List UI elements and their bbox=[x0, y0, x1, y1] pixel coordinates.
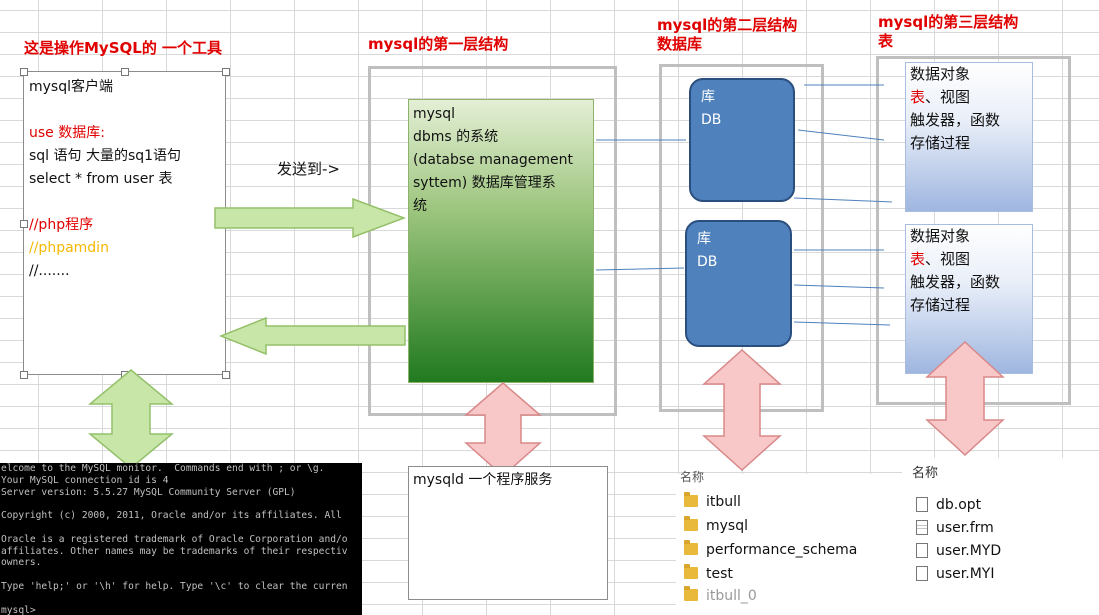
resize-handle[interactable] bbox=[222, 68, 230, 76]
terminal-line: Type 'help;' or '\h' for help. Type '\c'… bbox=[1, 580, 348, 592]
data-objects-box: 数据对象 表、视图 触发器，函数 存储过程 bbox=[905, 62, 1033, 212]
file-list-header: 名称 bbox=[912, 466, 939, 481]
database-label: DB bbox=[701, 112, 722, 128]
client-line: sql 语句 大量的sq1语句 bbox=[29, 148, 182, 164]
folder-item[interactable]: itbull bbox=[684, 492, 741, 510]
database-box: 库 DB bbox=[689, 78, 795, 202]
resize-handle[interactable] bbox=[222, 371, 230, 379]
resize-handle[interactable] bbox=[20, 68, 28, 76]
terminal-line: owners. bbox=[1, 557, 42, 569]
database-label: DB bbox=[697, 254, 718, 270]
objects-line: 数据对象 bbox=[910, 65, 971, 83]
folder-icon bbox=[684, 516, 698, 531]
terminal-prompt: mysql> bbox=[1, 604, 36, 615]
header-layer3-line2: 表 bbox=[878, 32, 894, 50]
header-layer3-line1: mysql的第三层结构 bbox=[878, 13, 1019, 31]
folder-icon bbox=[684, 540, 698, 555]
connector-lines bbox=[595, 84, 893, 326]
return-left-arrow bbox=[218, 316, 406, 356]
client-terminal-double-arrow bbox=[87, 369, 175, 469]
file-icon bbox=[916, 543, 928, 558]
objects-line: 数据对象 bbox=[910, 227, 971, 245]
file-item[interactable]: db.opt bbox=[916, 497, 981, 513]
client-line: //....... bbox=[29, 263, 70, 279]
folder-icon bbox=[684, 492, 698, 507]
terminal-line: Copyright (c) 2000, 2011, Oracle and/or … bbox=[1, 510, 342, 522]
dbms-line: dbms 的系统 bbox=[413, 129, 499, 145]
send-right-arrow bbox=[214, 197, 407, 239]
client-line: //php程序 bbox=[29, 217, 94, 233]
dbms-mysqld-double-arrow bbox=[463, 382, 543, 478]
file-icon bbox=[916, 566, 928, 581]
database-label: 库 bbox=[697, 231, 711, 247]
folder-icon bbox=[684, 564, 698, 579]
header-layer1: mysql的第一层结构 bbox=[368, 35, 509, 53]
database-folder-list: 名称 itbull mysql performance_schema test … bbox=[676, 470, 902, 615]
terminal-line: Oracle is a registered trademark of Orac… bbox=[1, 533, 348, 545]
folder-item[interactable]: test bbox=[684, 564, 733, 582]
terminal-line bbox=[1, 522, 362, 534]
header-layer2-line2: 数据库 bbox=[657, 35, 703, 53]
dbms-box: mysql dbms 的系统 (databse management sytte… bbox=[408, 99, 594, 383]
client-line: //phpamdin bbox=[29, 240, 109, 256]
client-line: mysql客户端 bbox=[29, 79, 113, 95]
objects-line: 表、视图 bbox=[910, 250, 971, 268]
terminal-line: Your MySQL connection id is 4 bbox=[1, 474, 169, 486]
terminal-line: affiliates. Other names may be trademark… bbox=[1, 545, 348, 557]
objects-line: 触发器，函数 bbox=[910, 111, 1001, 129]
terminal-line: Server version: 5.5.27 MySQL Community S… bbox=[1, 486, 296, 498]
dbms-line: mysql bbox=[413, 106, 455, 122]
file-item[interactable]: user.frm bbox=[916, 520, 994, 536]
database-box: 库 DB bbox=[685, 220, 792, 347]
terminal-line: elcome to the MySQL monitor. Commands en… bbox=[1, 463, 325, 474]
resize-handle[interactable] bbox=[121, 68, 129, 76]
document-icon bbox=[916, 520, 928, 535]
dbms-line: syttem) 数据库管理系 bbox=[413, 175, 556, 191]
client-line: use 数据库: bbox=[29, 125, 105, 141]
dbms-line: 统 bbox=[413, 198, 427, 214]
header-tool: 这是操作MySQL的 一个工具 bbox=[24, 39, 223, 57]
objects-line: 存储过程 bbox=[910, 296, 971, 314]
folder-item[interactable]: mysql bbox=[684, 516, 748, 534]
file-item[interactable]: user.MYI bbox=[916, 566, 994, 582]
database-label: 库 bbox=[701, 89, 715, 105]
objects-line: 表、视图 bbox=[910, 88, 971, 106]
file-icon bbox=[916, 497, 928, 512]
client-box: mysql客户端 use 数据库: sql 语句 大量的sq1语句 select… bbox=[23, 71, 226, 375]
terminal-line bbox=[1, 498, 362, 510]
folder-list-header: 名称 bbox=[680, 470, 705, 484]
objects-line: 存储过程 bbox=[910, 134, 971, 152]
database-folder-double-arrow bbox=[702, 348, 782, 472]
mysqld-label: mysqld 一个程序服务 bbox=[413, 472, 553, 488]
file-item[interactable]: user.MYD bbox=[916, 543, 1001, 559]
mysql-terminal[interactable]: elcome to the MySQL monitor. Commands en… bbox=[0, 463, 362, 615]
client-line: select * from user 表 bbox=[29, 171, 173, 187]
table-file-double-arrow bbox=[925, 340, 1005, 457]
table-file-list: 名称 db.opt user.frm user.MYD user.MYI bbox=[902, 458, 1099, 615]
objects-line: 触发器，函数 bbox=[910, 273, 1001, 291]
folder-item[interactable]: performance_schema bbox=[684, 540, 857, 558]
terminal-line bbox=[1, 593, 362, 605]
terminal-line bbox=[1, 569, 362, 581]
resize-handle[interactable] bbox=[20, 371, 28, 379]
header-layer2-line1: mysql的第二层结构 bbox=[657, 16, 798, 34]
folder-icon bbox=[684, 586, 698, 601]
dbms-line: (databse management bbox=[413, 152, 574, 168]
mysqld-service-box: mysqld 一个程序服务 bbox=[408, 466, 608, 600]
resize-handle[interactable] bbox=[20, 220, 28, 228]
send-to-label: 发送到-> bbox=[277, 160, 340, 178]
folder-item[interactable]: itbull_0 bbox=[684, 586, 757, 604]
